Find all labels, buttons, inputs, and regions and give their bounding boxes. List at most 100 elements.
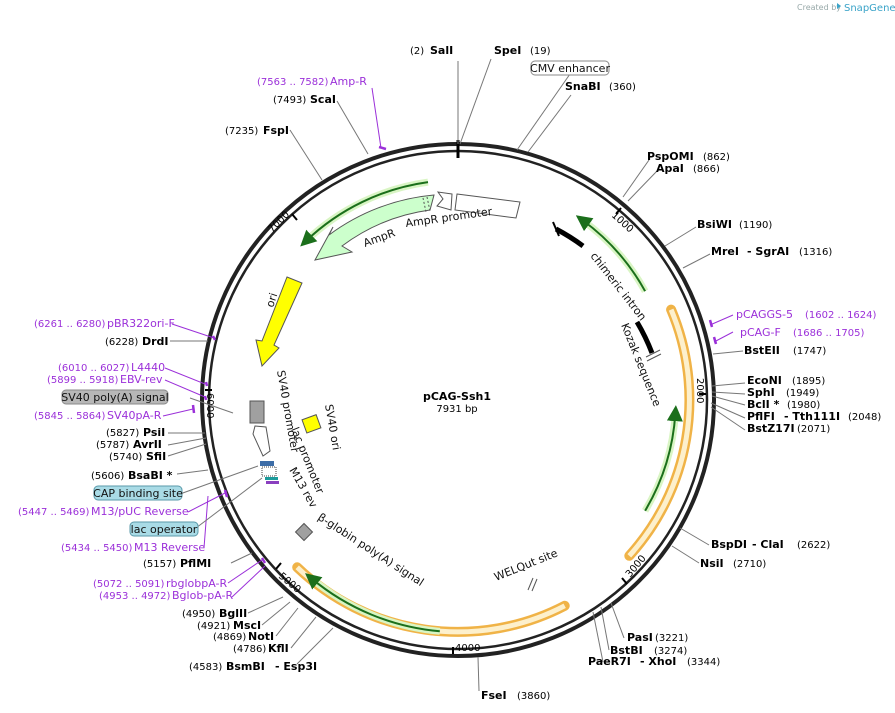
site-apai: ApaI	[656, 162, 684, 175]
site-pos-noti: (4869)	[213, 632, 246, 643]
boxed-leader-lines	[179, 73, 571, 529]
primer-range-m13puc: (5447 .. 5469)	[18, 507, 90, 518]
site-noti: NotI	[248, 630, 274, 643]
intron-segment-2	[634, 320, 655, 354]
tick-mark-7000	[291, 213, 298, 221]
site-bsmbi: BsmBI	[226, 660, 265, 673]
kozak-label: Kozak sequence	[618, 321, 663, 408]
sv40-polya-block	[249, 400, 265, 424]
site-bstz17i: BstZ17I	[747, 422, 795, 435]
plasmid-name: pCAG-Ssh1	[423, 390, 491, 403]
site-pos-nsii: (2710)	[733, 559, 766, 570]
site-tth111i: - Tth111I	[784, 410, 840, 423]
site-pos-fspi: (7235)	[225, 126, 258, 137]
cag-orange-arc	[624, 304, 695, 561]
site-pspomi: PspOMI	[647, 150, 694, 163]
cap-block	[260, 461, 274, 466]
site-pos-scai: (7493)	[273, 95, 306, 106]
lac-operator-label: lac operator	[131, 523, 198, 536]
site-bglii: BglII	[219, 607, 247, 620]
site-pos-fsei: (3860)	[517, 691, 550, 702]
site-pasi: PasI	[627, 631, 653, 644]
ampr-promoter-arrow	[454, 193, 521, 219]
sv40-promoter-arrow	[252, 425, 271, 457]
site-pos-avrii: (5787)	[96, 440, 129, 451]
site-fspi: FspI	[263, 124, 289, 137]
primer-range-m13rev: (5434 .. 5450)	[61, 543, 133, 554]
site-pos-bsabi: (5606)	[91, 471, 124, 482]
primer-leader-lines	[162, 87, 734, 598]
kozak-mark-b	[646, 353, 662, 362]
primer-range-sv40par: (5845 .. 5864)	[34, 411, 106, 422]
primer-pcaggs5: pCAGGS-5	[736, 308, 793, 321]
site-pos-bsmbi: (4583)	[189, 662, 222, 673]
cap-binding-box	[93, 485, 183, 501]
intron-start-mark	[552, 221, 560, 237]
welqut-mark-b	[531, 578, 538, 592]
site-pos-bglii: (4950)	[182, 609, 215, 620]
site-spei: SpeI	[494, 44, 521, 57]
site-bcli: BclI *	[747, 398, 780, 411]
site-sfii: SfiI	[146, 450, 166, 463]
site-pos-kfli: (4786)	[233, 644, 266, 655]
sv40-ori-block	[301, 414, 322, 434]
primer-sv40par: SV40pA-R	[107, 409, 162, 422]
primer-m13rev: M13 Reverse	[134, 541, 205, 554]
site-msci: MscI	[233, 619, 261, 632]
primer-ebvrev: EBV-rev	[120, 373, 163, 386]
site-bsiwi: BsiWI	[697, 218, 732, 231]
primer-marks	[191, 145, 718, 564]
lac-operator-block	[265, 477, 278, 480]
primer-range-pcagf: (1686 .. 1705)	[793, 328, 865, 339]
site-pos-snabi: (360)	[609, 82, 636, 93]
snapgene-brand: SnapGene	[844, 3, 895, 14]
tick-mark-1000	[615, 207, 622, 215]
site-pos-clai: (2622)	[797, 540, 830, 551]
site-pflfi: PflFI	[747, 410, 775, 423]
created-by-text: Created by	[797, 3, 841, 12]
site-sphi: SphI	[747, 386, 775, 399]
primer-l4440: L4440	[131, 361, 165, 374]
bglobin-polya-block	[294, 522, 314, 542]
snapgene-logo	[837, 3, 841, 9]
site-bsabi: BsaBI *	[128, 469, 173, 482]
site-pos-tth111i: (2048)	[848, 412, 881, 423]
sv40-polya-label: SV40 poly(A) signal	[61, 391, 168, 404]
site-sgrai: - SgrAI	[747, 245, 789, 258]
tick-mark-5000	[275, 562, 282, 570]
cmv-enhancer-label: CMV enhancer	[530, 62, 610, 75]
site-scai: ScaI	[310, 93, 336, 106]
primer-range-pcaggs5: (1602 .. 1624)	[805, 310, 877, 321]
site-drdi: DrdI	[142, 335, 169, 348]
site-sali: SalI	[430, 44, 453, 57]
site-paer7i: PaeR7I	[588, 655, 631, 668]
lac-operator-box	[129, 521, 199, 537]
site-xhoi: - XhoI	[640, 655, 676, 668]
site-pos-bsteii: (1747)	[793, 346, 826, 357]
bglobin-polya-label: β-globin poly(A) signal	[315, 511, 426, 589]
site-bsteii: BstEII	[744, 344, 780, 357]
site-clai: - ClaI	[752, 538, 784, 551]
tick-label-4000: 4000	[455, 643, 480, 654]
ampr-promoter-tip	[436, 191, 453, 211]
site-nsii: NsiI	[700, 557, 724, 570]
ampr-green-arrow	[300, 178, 429, 247]
site-pos-econi: (1895)	[792, 376, 825, 387]
intron-segment-1	[554, 226, 585, 249]
site-fsei: FseI	[481, 689, 507, 702]
site-pos-apai: (866)	[693, 164, 720, 175]
primer-rbglobpar: rbglobpA-R	[166, 577, 227, 590]
primer-range-pbr322orif: (6261 .. 6280)	[34, 319, 106, 330]
sv40-polya-box	[61, 389, 169, 405]
ampr-arrow	[314, 194, 435, 261]
site-kfli: KflI	[268, 642, 289, 655]
site-pos-bstbi: (3274)	[654, 646, 687, 657]
site-leader-lines	[167, 58, 746, 692]
site-pos-sfii: (5740)	[109, 452, 142, 463]
lac-promoter-block	[261, 466, 277, 477]
site-pflmi: PflMI	[180, 557, 211, 570]
ori-arrow	[255, 276, 303, 368]
site-mrei: MreI	[711, 245, 739, 258]
primer-ampr: Amp-R	[330, 75, 367, 88]
